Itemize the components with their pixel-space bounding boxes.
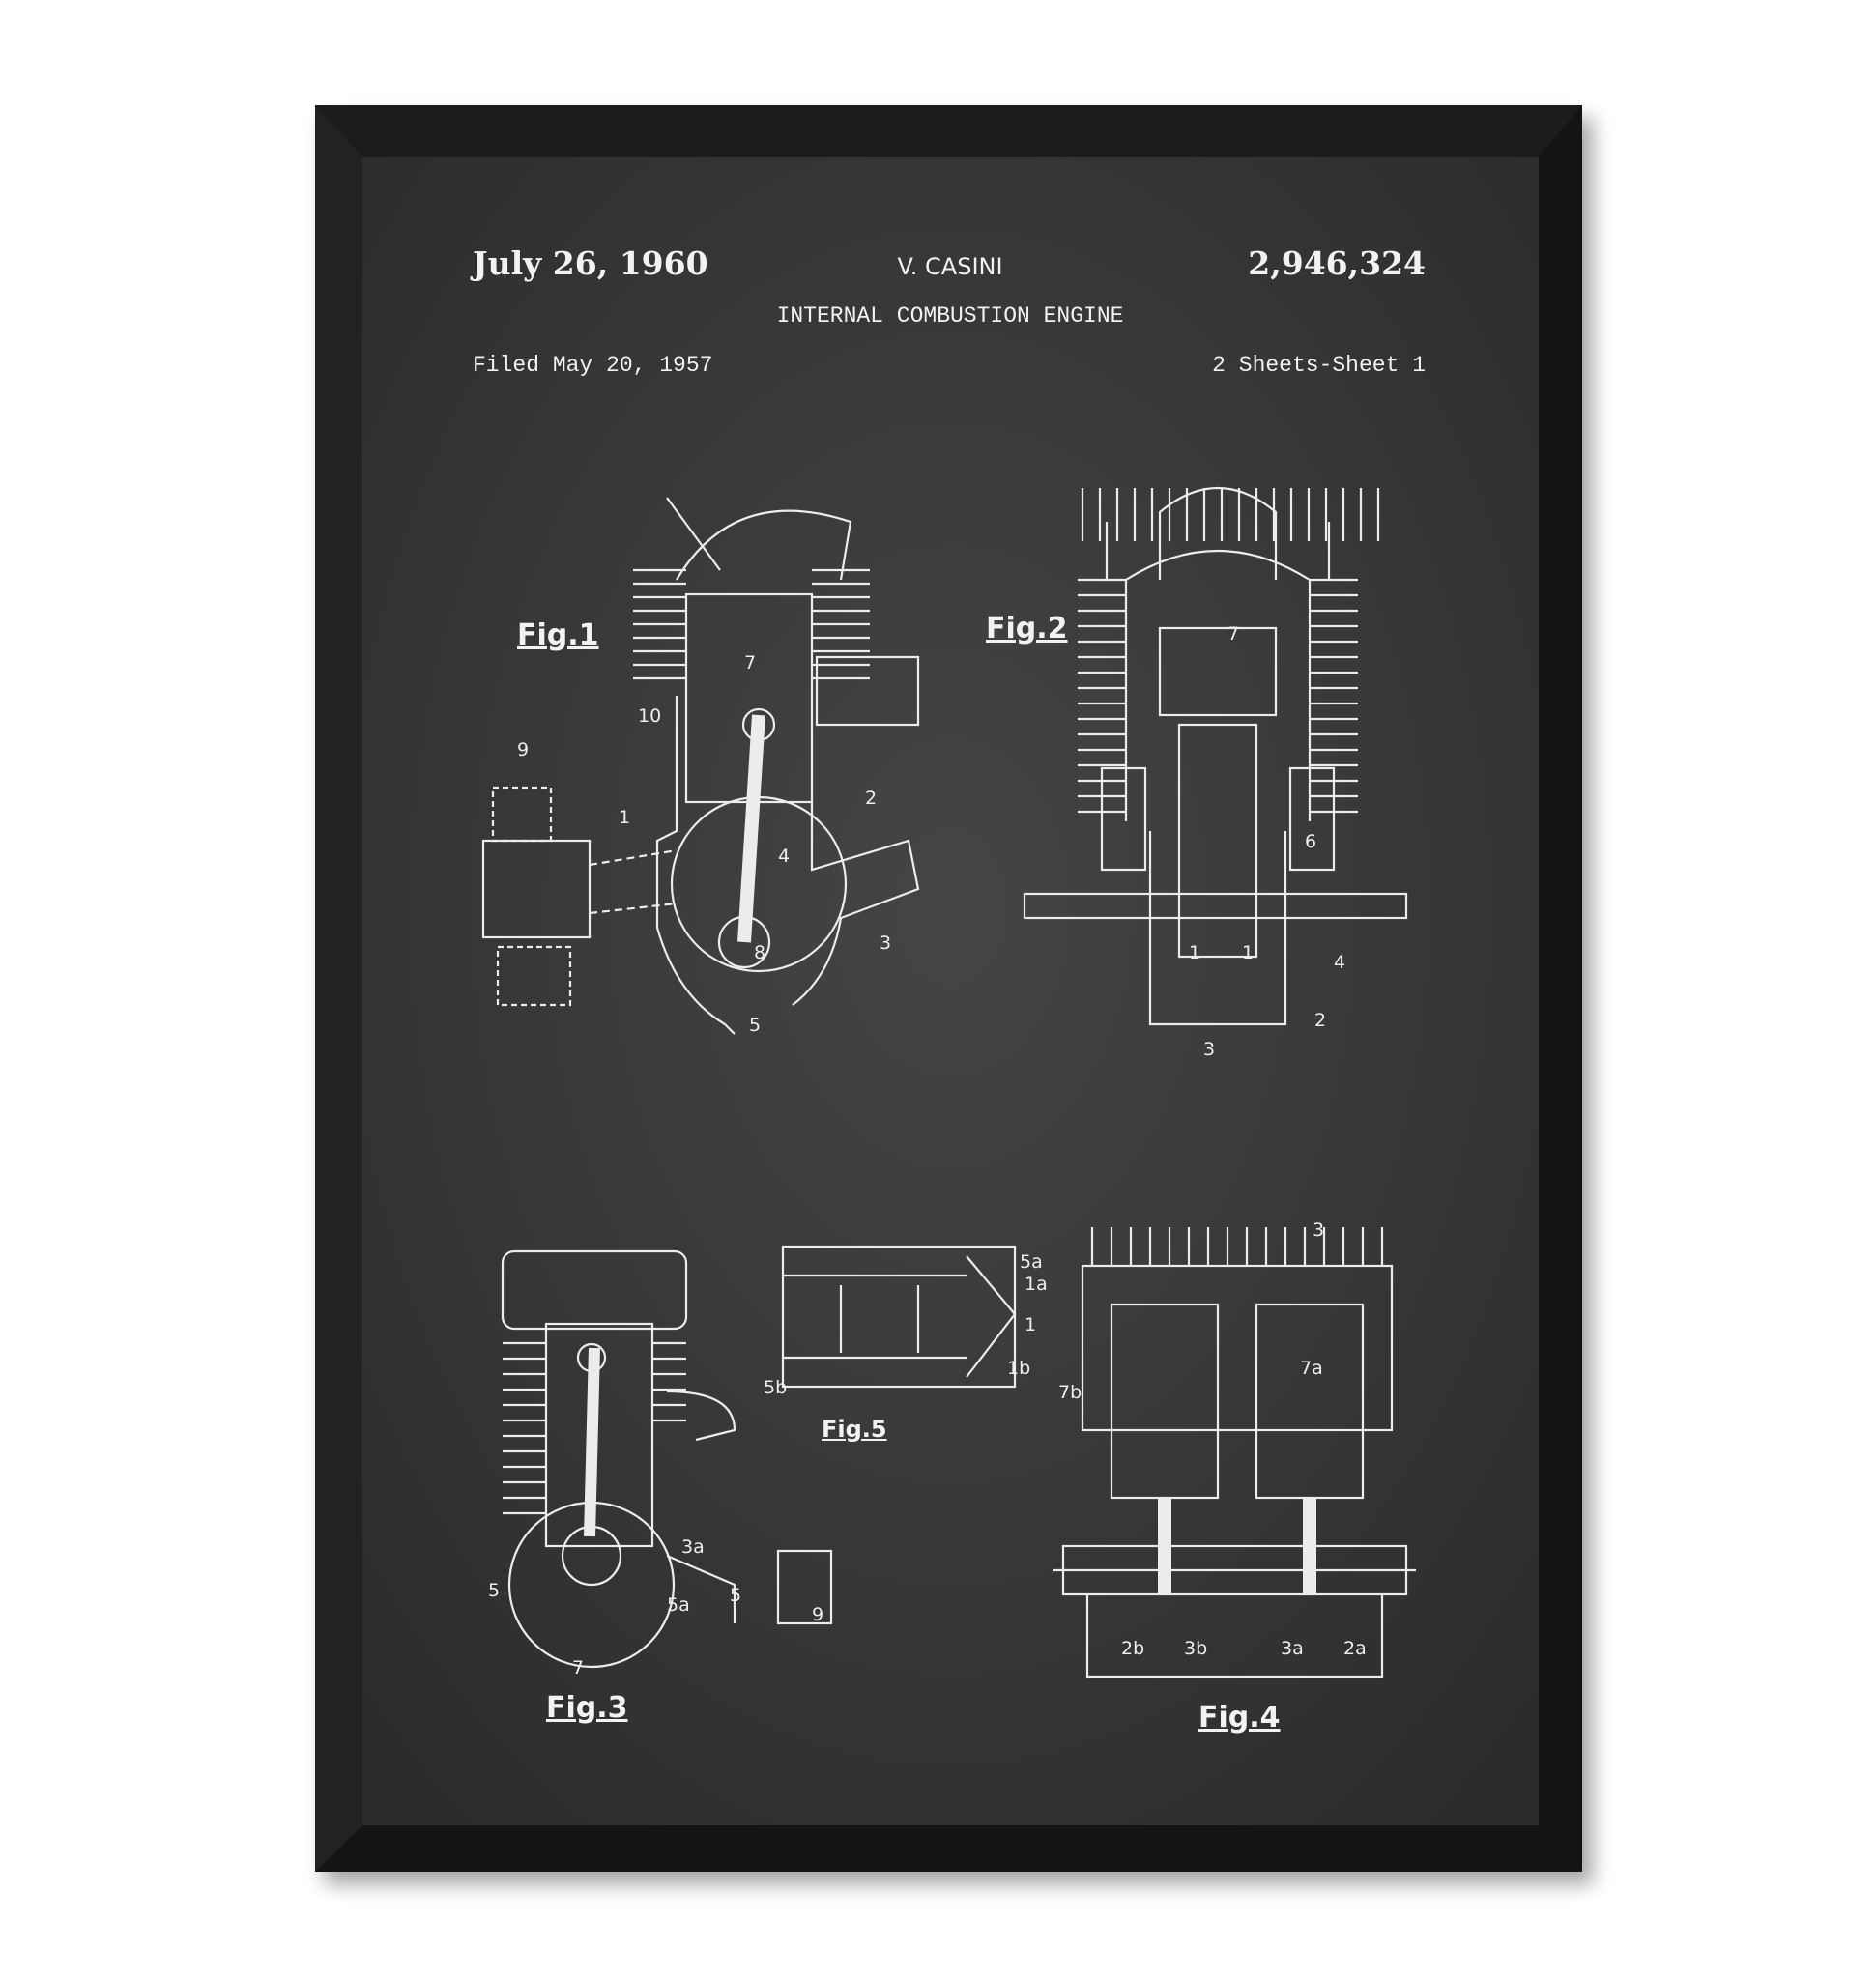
sheet-info: 2 Sheets-Sheet 1 [1212,353,1426,378]
fig2-callout: 1 [1242,942,1255,963]
chalkboard-background [362,157,1539,1825]
fig3-drawing [501,1249,833,1669]
fig4-callout: 2b [1121,1638,1145,1659]
fig1-label: Fig.1 [517,618,599,652]
fig4-callout: 7b [1058,1382,1082,1403]
fig4-callout: 7a [1300,1358,1323,1379]
patent-date: July 26, 1960 [473,244,708,282]
fig1-callout: 1 [619,807,631,828]
fig5-callout: 1a [1025,1274,1048,1295]
patent-number: 2,946,324 [1248,244,1426,282]
fig4-label: Fig.4 [1198,1701,1281,1735]
fig2-callout: 1 [1189,942,1201,963]
fig4-callout: 3b [1184,1638,1208,1659]
fig2-callout: 6 [1305,831,1317,852]
fig1-callout: 8 [754,942,766,963]
fig4-callout: 3a [1281,1638,1304,1659]
fig5-callout: 1 [1025,1314,1037,1335]
fig3-callout: 7 [572,1657,585,1678]
fig3-label: Fig.3 [546,1691,628,1725]
fig3-callout: 9 [812,1604,824,1625]
fig1-callout: 4 [778,846,791,867]
fig1-callout: 3 [880,932,892,954]
fig4-callout: 3 [1313,1219,1325,1241]
fig5-callout: 5b [764,1377,788,1398]
fig2-callout: 3 [1203,1039,1216,1060]
fig3-callout: 5 [488,1580,501,1601]
fig2-drawing [1023,487,1408,1026]
fig3-callout: 5a [667,1594,690,1616]
fig1-callout: 10 [638,705,662,727]
fig2-callout: 4 [1334,952,1346,973]
fig1-callout: 9 [517,739,530,760]
fig4-drawing [1053,1264,1416,1678]
fig1-drawing [481,497,920,1035]
fig5-drawing [781,1245,1017,1389]
patent-title: INTERNAL COMBUSTION ENGINE [776,303,1124,329]
fig1-callout: 5 [749,1015,762,1036]
fig5-callout: 5a [1020,1251,1043,1273]
fig1-callout: 2 [865,788,878,809]
filed-date: Filed May 20, 1957 [473,353,713,378]
fig5-label: Fig.5 [822,1416,887,1443]
fig2-label: Fig.2 [986,612,1068,645]
fig1-callout: 7 [744,652,757,674]
cooling-fins [503,488,1384,1515]
fig2-callout: 7 [1227,623,1240,645]
fig3-callout: 5 [730,1585,742,1606]
inventor-name: V. CASINI [897,253,1003,280]
fig3-callout: 3a [681,1536,705,1558]
fig5-callout: 1b [1007,1358,1031,1379]
fig4-callout: 2a [1343,1638,1367,1659]
fig2-callout: 2 [1314,1010,1327,1031]
